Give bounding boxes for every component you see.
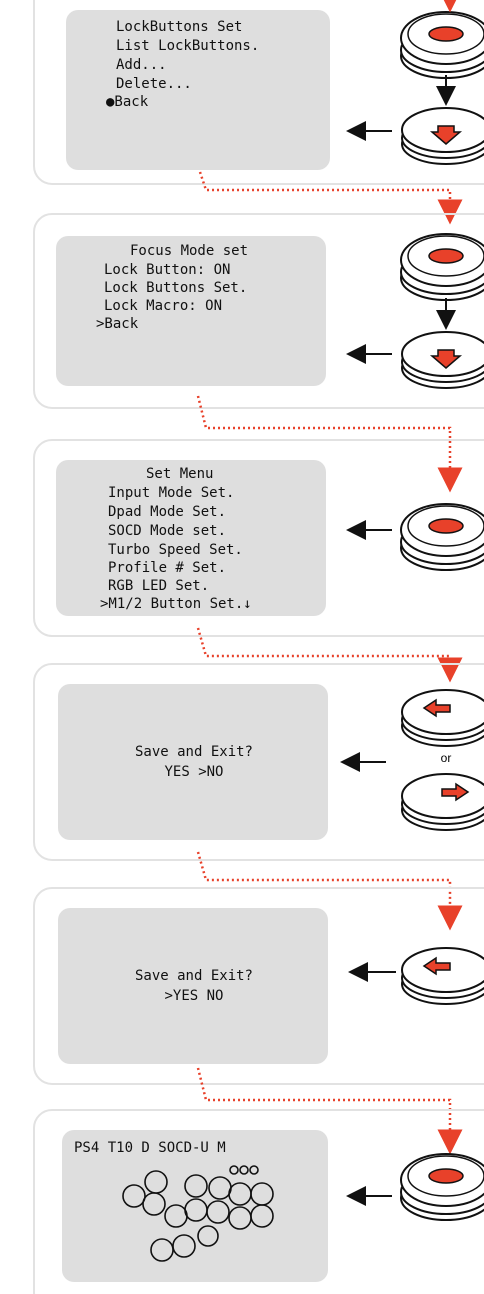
flow-arrow (196, 1067, 463, 1155)
lcd-screen (58, 684, 328, 840)
screen-line: Set Menu (146, 466, 213, 482)
panel-frame (33, 213, 484, 409)
or-label: or (441, 751, 452, 765)
lcd-screen (62, 1130, 328, 1282)
screen-line: Input Mode Set. (108, 485, 234, 501)
panel-set-menu: Set Menu Input Mode Set. Dpad Mode Set. … (33, 439, 484, 637)
screen-line: Focus Mode set (130, 243, 248, 259)
flow-arrow (196, 851, 463, 931)
lcd-screen (58, 908, 328, 1064)
screen-line: Lock Button: ON (104, 262, 230, 278)
dpad-tilt-left-icon (401, 689, 484, 747)
dpad-tilt-right-icon (401, 773, 484, 831)
dpad-tilt-left-icon (401, 947, 484, 1005)
screen-line-selected: YES >NO (164, 764, 223, 780)
screen-line-selected: ●Back (106, 94, 149, 110)
lcd-screen (56, 236, 326, 386)
panel-frame (33, 439, 484, 637)
dpad-tilt-down-icon (401, 331, 484, 389)
flow-arrow (198, 171, 463, 225)
panel-frame (33, 0, 484, 185)
screen-line-selected: >Back (96, 316, 139, 332)
screen-line: SOCD Mode set. (108, 523, 226, 539)
dpad-press-icon (400, 1153, 484, 1221)
screen-line: Add... (116, 57, 167, 73)
screen-line: Turbo Speed Set. (108, 542, 243, 558)
screen-line: RGB LED Set. (108, 578, 209, 594)
status-line: PS4 T10 D SOCD-U M (74, 1140, 226, 1156)
dpad-press-icon (400, 233, 484, 301)
screen-line: Dpad Mode Set. (108, 504, 226, 520)
panel-save-exit-no: Save and Exit? YES >NO or (33, 663, 484, 861)
panel-focus-mode-set: Focus Mode set Lock Button: ON Lock Butt… (33, 213, 484, 409)
dpad-press-icon (400, 503, 484, 571)
dpad-tilt-down-icon (401, 107, 484, 165)
screen-line-selected: >M1/2 Button Set.↓ (100, 596, 252, 612)
screen-line: Delete... (116, 76, 192, 92)
flow-arrow (196, 395, 463, 493)
lcd-screen (66, 10, 330, 170)
lcd-screen (56, 460, 326, 616)
panel-lockbuttons-set: LockButtons Set List LockButtons. Add...… (33, 0, 484, 185)
panel-home-screen: PS4 T10 D SOCD-U M (33, 1109, 484, 1294)
screen-line: Save and Exit? (135, 968, 253, 984)
screen-line: Profile # Set. (108, 560, 226, 576)
screen-line: Save and Exit? (135, 744, 253, 760)
screen-line: LockButtons Set (116, 19, 242, 35)
button-layout-graphic (122, 1165, 274, 1262)
dpad-press-icon (400, 11, 484, 79)
screen-line-selected: >YES NO (164, 988, 223, 1004)
panel-frame (33, 887, 484, 1085)
panel-frame (33, 1109, 484, 1294)
screen-line: List LockButtons. (116, 38, 259, 54)
panel-frame (33, 663, 484, 861)
panel-save-exit-yes: Save and Exit? >YES NO (33, 887, 484, 1085)
screen-line: Lock Macro: ON (104, 298, 222, 314)
screen-line: Lock Buttons Set. (104, 280, 247, 296)
